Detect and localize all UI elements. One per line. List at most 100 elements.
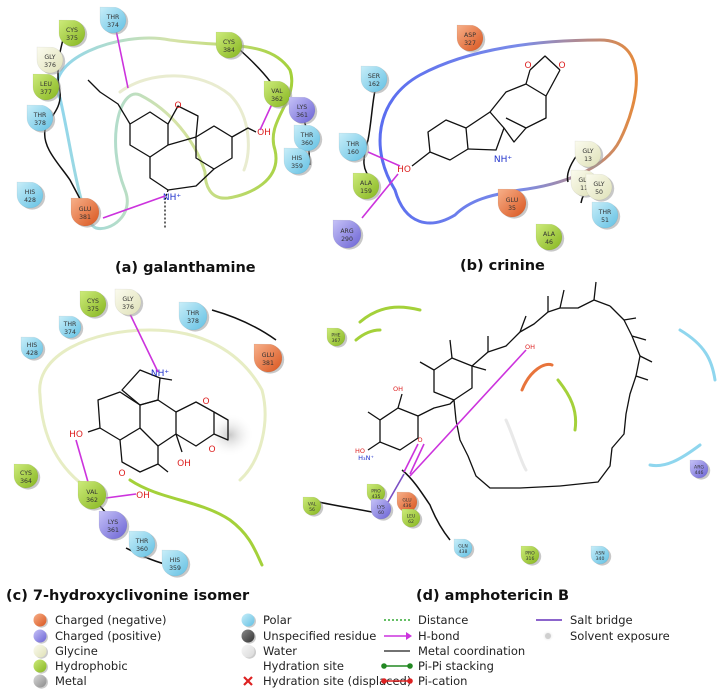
residue-number-label: 51 [601, 217, 609, 224]
pocket-contour-b [378, 38, 638, 225]
residue-number-label: 160 [347, 149, 359, 156]
residue-name-label: ASP [464, 32, 476, 39]
residue-name-label: GLU [402, 498, 411, 504]
residue-name-label: ARG [694, 465, 704, 471]
legend-label: Metal [55, 674, 87, 688]
residue-name-label: GLN [458, 544, 468, 550]
residue-name-label: SER [368, 73, 381, 80]
residue-number-label: 361 [107, 527, 119, 534]
hbond-line [409, 443, 425, 475]
residue-name-label: LYS [377, 505, 385, 511]
legend-label: Charged (positive) [55, 629, 161, 643]
residue-number-label: 35 [508, 205, 516, 212]
residue-name-label: GLU [506, 197, 518, 204]
residue-number-label: 375 [66, 35, 78, 42]
legend-label: Pi-cation [418, 674, 467, 688]
caption-d: (d) amphotericin B [416, 588, 569, 604]
residue-name-label: GLY [122, 296, 133, 303]
residue-number-label: 50 [595, 189, 603, 196]
residue-group-b: ASP327SER162THR160ALA159ARG290GLU35ALA46… [332, 24, 621, 252]
residue-number-label: 428 [24, 197, 36, 204]
atom-label: O [524, 61, 531, 71]
hbond-line [115, 29, 129, 89]
hbond-line [361, 173, 399, 219]
pocket-contour-d-1 [354, 305, 422, 342]
residue-name-label: CYS [87, 298, 99, 305]
residue-number-label: 384 [223, 47, 235, 54]
residue-name-label: GLY [582, 148, 593, 155]
residue-name-label: CYS [66, 27, 78, 34]
atom-label: O [417, 436, 422, 444]
caption-c: (c) 7-hydroxyclivonine isomer [6, 588, 250, 604]
atom-label: NH⁺ [494, 155, 513, 165]
atom-label: OH [393, 385, 403, 393]
pocket-contour-d-4 [648, 328, 717, 468]
hbond-line [75, 439, 89, 483]
legend-swatch-cross [243, 676, 253, 686]
residue-number-label: 381 [79, 214, 91, 221]
hbond-line [128, 311, 159, 373]
residue-number-label: 428 [26, 350, 38, 357]
legend-label: Salt bridge [570, 613, 633, 627]
hbond-line [105, 493, 137, 499]
atom-label: HO [69, 430, 83, 440]
residue-name-label: GLY [593, 181, 604, 188]
residue-number-label: 446 [695, 470, 704, 476]
residue-number-label: 316 [526, 556, 535, 562]
legend-swatch-pication [381, 678, 413, 684]
residue-number-label: 290 [341, 236, 353, 243]
legend-label: Hydration site [263, 659, 344, 673]
residue-name-label: PRO [371, 489, 381, 495]
residue-number-label: 159 [360, 188, 372, 195]
hbond-line [367, 151, 401, 167]
residue-number-label: 376 [122, 304, 134, 311]
residue-name-label: VAL [308, 502, 317, 508]
residue-name-label: THR [346, 141, 360, 148]
residue-number-label: 362 [271, 96, 283, 103]
residue-name-label: THR [106, 14, 120, 21]
residue-number-label: 374 [107, 22, 119, 29]
residue-number-label: 435 [372, 494, 381, 500]
residue-name-label: LYS [297, 104, 307, 111]
residue-number-label: 360 [301, 140, 313, 147]
legend-label: Distance [418, 613, 468, 627]
residue-name-label: LEU [40, 81, 52, 88]
residue-group-a: THR374CYS375GLY376LEU377THR378HIS428GLU3… [16, 6, 323, 228]
pocket-contour-d-3 [520, 362, 554, 392]
legend-label: Solvent exposure [570, 629, 670, 643]
pocket-contour-c-green [128, 478, 264, 567]
atom-label: O [118, 469, 125, 479]
salt-bridge-line [387, 473, 405, 503]
legend-label: Metal coordination [418, 644, 525, 658]
hbond-line [102, 195, 166, 219]
legend-label: Unspecified residue [263, 629, 376, 643]
residue-name-label: HIS [25, 189, 35, 196]
residue-name-label: GLY [578, 177, 589, 184]
residue-number-label: 362 [86, 497, 98, 504]
legend-swatch-solvent [542, 630, 554, 642]
residue-number-label: 367 [332, 338, 341, 344]
residue-number-label: 377 [40, 89, 52, 96]
legend-label: Pi-Pi stacking [418, 659, 494, 673]
residue-name-label: PHE [331, 333, 340, 339]
residue-number-label: 327 [464, 40, 476, 47]
